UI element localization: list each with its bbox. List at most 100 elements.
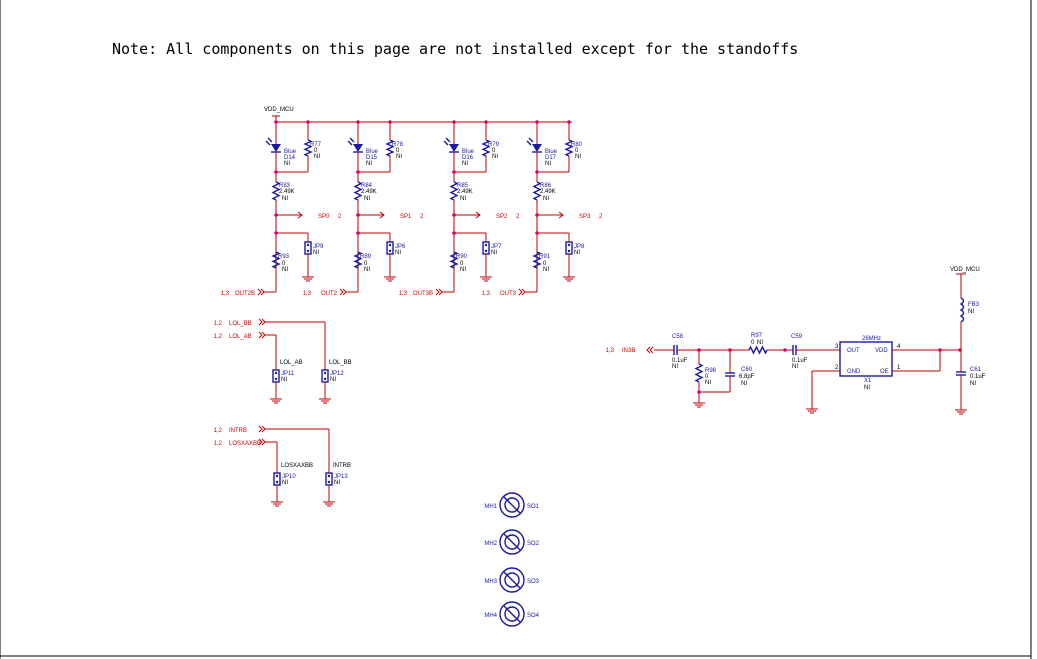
r98-refdes: R98 bbox=[705, 368, 717, 374]
jumper-ni: NI bbox=[491, 250, 497, 256]
parallel-resistor-refdes: R78 bbox=[392, 142, 404, 148]
jumper-ni: NI bbox=[313, 250, 319, 256]
sp-net-label: SP2 bbox=[496, 214, 508, 220]
c61-refdes: C61 bbox=[970, 367, 982, 373]
net-label: INTRB bbox=[229, 428, 247, 434]
sp-pin-label: 2 bbox=[338, 214, 342, 220]
bottom-resistor-refdes: R91 bbox=[539, 254, 551, 260]
jumper-refdes: JP6 bbox=[395, 244, 406, 250]
bottom-resistor-ni: NI bbox=[282, 267, 288, 273]
resistor-symbol bbox=[564, 139, 574, 157]
led-refdes: D16 bbox=[462, 155, 474, 161]
series-resistor-ni: NI bbox=[543, 196, 549, 202]
x1-pin-vdd: VDD bbox=[875, 348, 888, 354]
testpoint-arrow bbox=[379, 211, 385, 219]
series-resistor-value: 2.49K bbox=[279, 189, 295, 195]
out-net-prefix: 1,3 bbox=[399, 291, 408, 297]
junction-dot bbox=[697, 390, 701, 394]
parallel-resistor-refdes: R80 bbox=[571, 142, 583, 148]
parallel-resistor-ni: NI bbox=[396, 154, 402, 160]
r98-ni: NI bbox=[705, 380, 711, 386]
parallel-resistor-refdes: R79 bbox=[488, 142, 500, 148]
out-net-label: OUT3B bbox=[413, 291, 433, 297]
jumper-pin bbox=[306, 243, 310, 247]
series-resistor-ni: NI bbox=[460, 196, 466, 202]
testpoint-arrow bbox=[475, 211, 481, 219]
parallel-resistor-value: 0 bbox=[396, 148, 400, 154]
jumper-symbol bbox=[273, 472, 281, 486]
mounting-hole-slash-icon bbox=[503, 533, 521, 551]
x1-pin-number-4: 4 bbox=[897, 344, 901, 350]
net-label: LOL_BB bbox=[229, 321, 252, 327]
resistor-symbol bbox=[271, 181, 281, 201]
jumper-refdes: JP13 bbox=[334, 474, 348, 480]
series-resistor-refdes: R86 bbox=[540, 183, 552, 189]
series-resistor-refdes: R84 bbox=[361, 183, 373, 189]
junction-dot bbox=[783, 348, 787, 352]
jumper-net-label: INTRB bbox=[333, 463, 351, 469]
jumper-refdes: JP10 bbox=[282, 474, 296, 480]
led-color-label: Blue bbox=[545, 149, 558, 155]
resistor-symbol bbox=[532, 251, 542, 269]
c60-refdes: C60 bbox=[741, 367, 753, 373]
led-color-label: Blue bbox=[462, 149, 475, 155]
resistor-symbol bbox=[449, 251, 459, 269]
r98-value: 0 bbox=[705, 374, 709, 380]
jumper-pin bbox=[484, 243, 488, 247]
offpage-connector bbox=[258, 318, 266, 326]
jumper-pin bbox=[275, 480, 279, 484]
led-diode-icon bbox=[532, 144, 542, 152]
offpage-connector bbox=[258, 425, 266, 433]
resistor-symbol bbox=[353, 251, 363, 269]
sp-pin-label: 2 bbox=[420, 214, 424, 220]
so-refdes: SO2 bbox=[527, 541, 540, 547]
jumper-pin bbox=[327, 480, 331, 484]
so-refdes: SO3 bbox=[527, 579, 540, 585]
jumper-net-label: LOL_AB bbox=[280, 360, 303, 366]
sp-pin-label: 2 bbox=[599, 214, 603, 220]
jumper-pin bbox=[567, 249, 571, 253]
led-ni-label: NI bbox=[284, 161, 290, 167]
series-resistor-ni: NI bbox=[364, 196, 370, 202]
parallel-resistor-value: 0 bbox=[314, 148, 318, 154]
led-emission-icon bbox=[347, 137, 355, 146]
x1-pin-out: OUT bbox=[847, 348, 860, 354]
jumper-ni: NI bbox=[395, 250, 401, 256]
jumper-pin bbox=[274, 371, 278, 375]
led-ni-label: NI bbox=[462, 161, 468, 167]
led-diode-icon bbox=[449, 144, 459, 152]
jumper-pin bbox=[567, 243, 571, 247]
mounting-hole-slash-icon bbox=[503, 571, 521, 589]
x1-frequency: 26MHz bbox=[862, 336, 881, 342]
net-prefix: 1,2 bbox=[214, 334, 223, 340]
net-prefix: 1,2 bbox=[214, 321, 223, 327]
led-diode-icon bbox=[353, 144, 363, 152]
mounting-hole-outer-icon bbox=[499, 567, 525, 593]
jumper-refdes: JP9 bbox=[313, 244, 324, 250]
jumper-symbol bbox=[321, 369, 329, 383]
offpage-connector bbox=[257, 288, 265, 296]
jumper-refdes: JP7 bbox=[491, 244, 502, 250]
so-refdes: SO4 bbox=[527, 613, 540, 619]
r97-refdes: R97 bbox=[751, 333, 763, 339]
x1-oscillator-box bbox=[839, 341, 893, 377]
in-net-label: IN3B bbox=[622, 348, 635, 354]
bottom-resistor-ni: NI bbox=[543, 267, 549, 273]
c61-ni: NI bbox=[970, 381, 976, 387]
series-resistor-value: 2.49K bbox=[540, 189, 556, 195]
jumper-ni: NI bbox=[282, 480, 288, 486]
led-refdes: D15 bbox=[366, 155, 378, 161]
jumper-pin bbox=[484, 249, 488, 253]
jumper-pin bbox=[388, 249, 392, 253]
led-emission-icon bbox=[526, 137, 534, 146]
c60-ni: NI bbox=[741, 381, 747, 387]
bottom-resistor-ni: NI bbox=[460, 267, 466, 273]
